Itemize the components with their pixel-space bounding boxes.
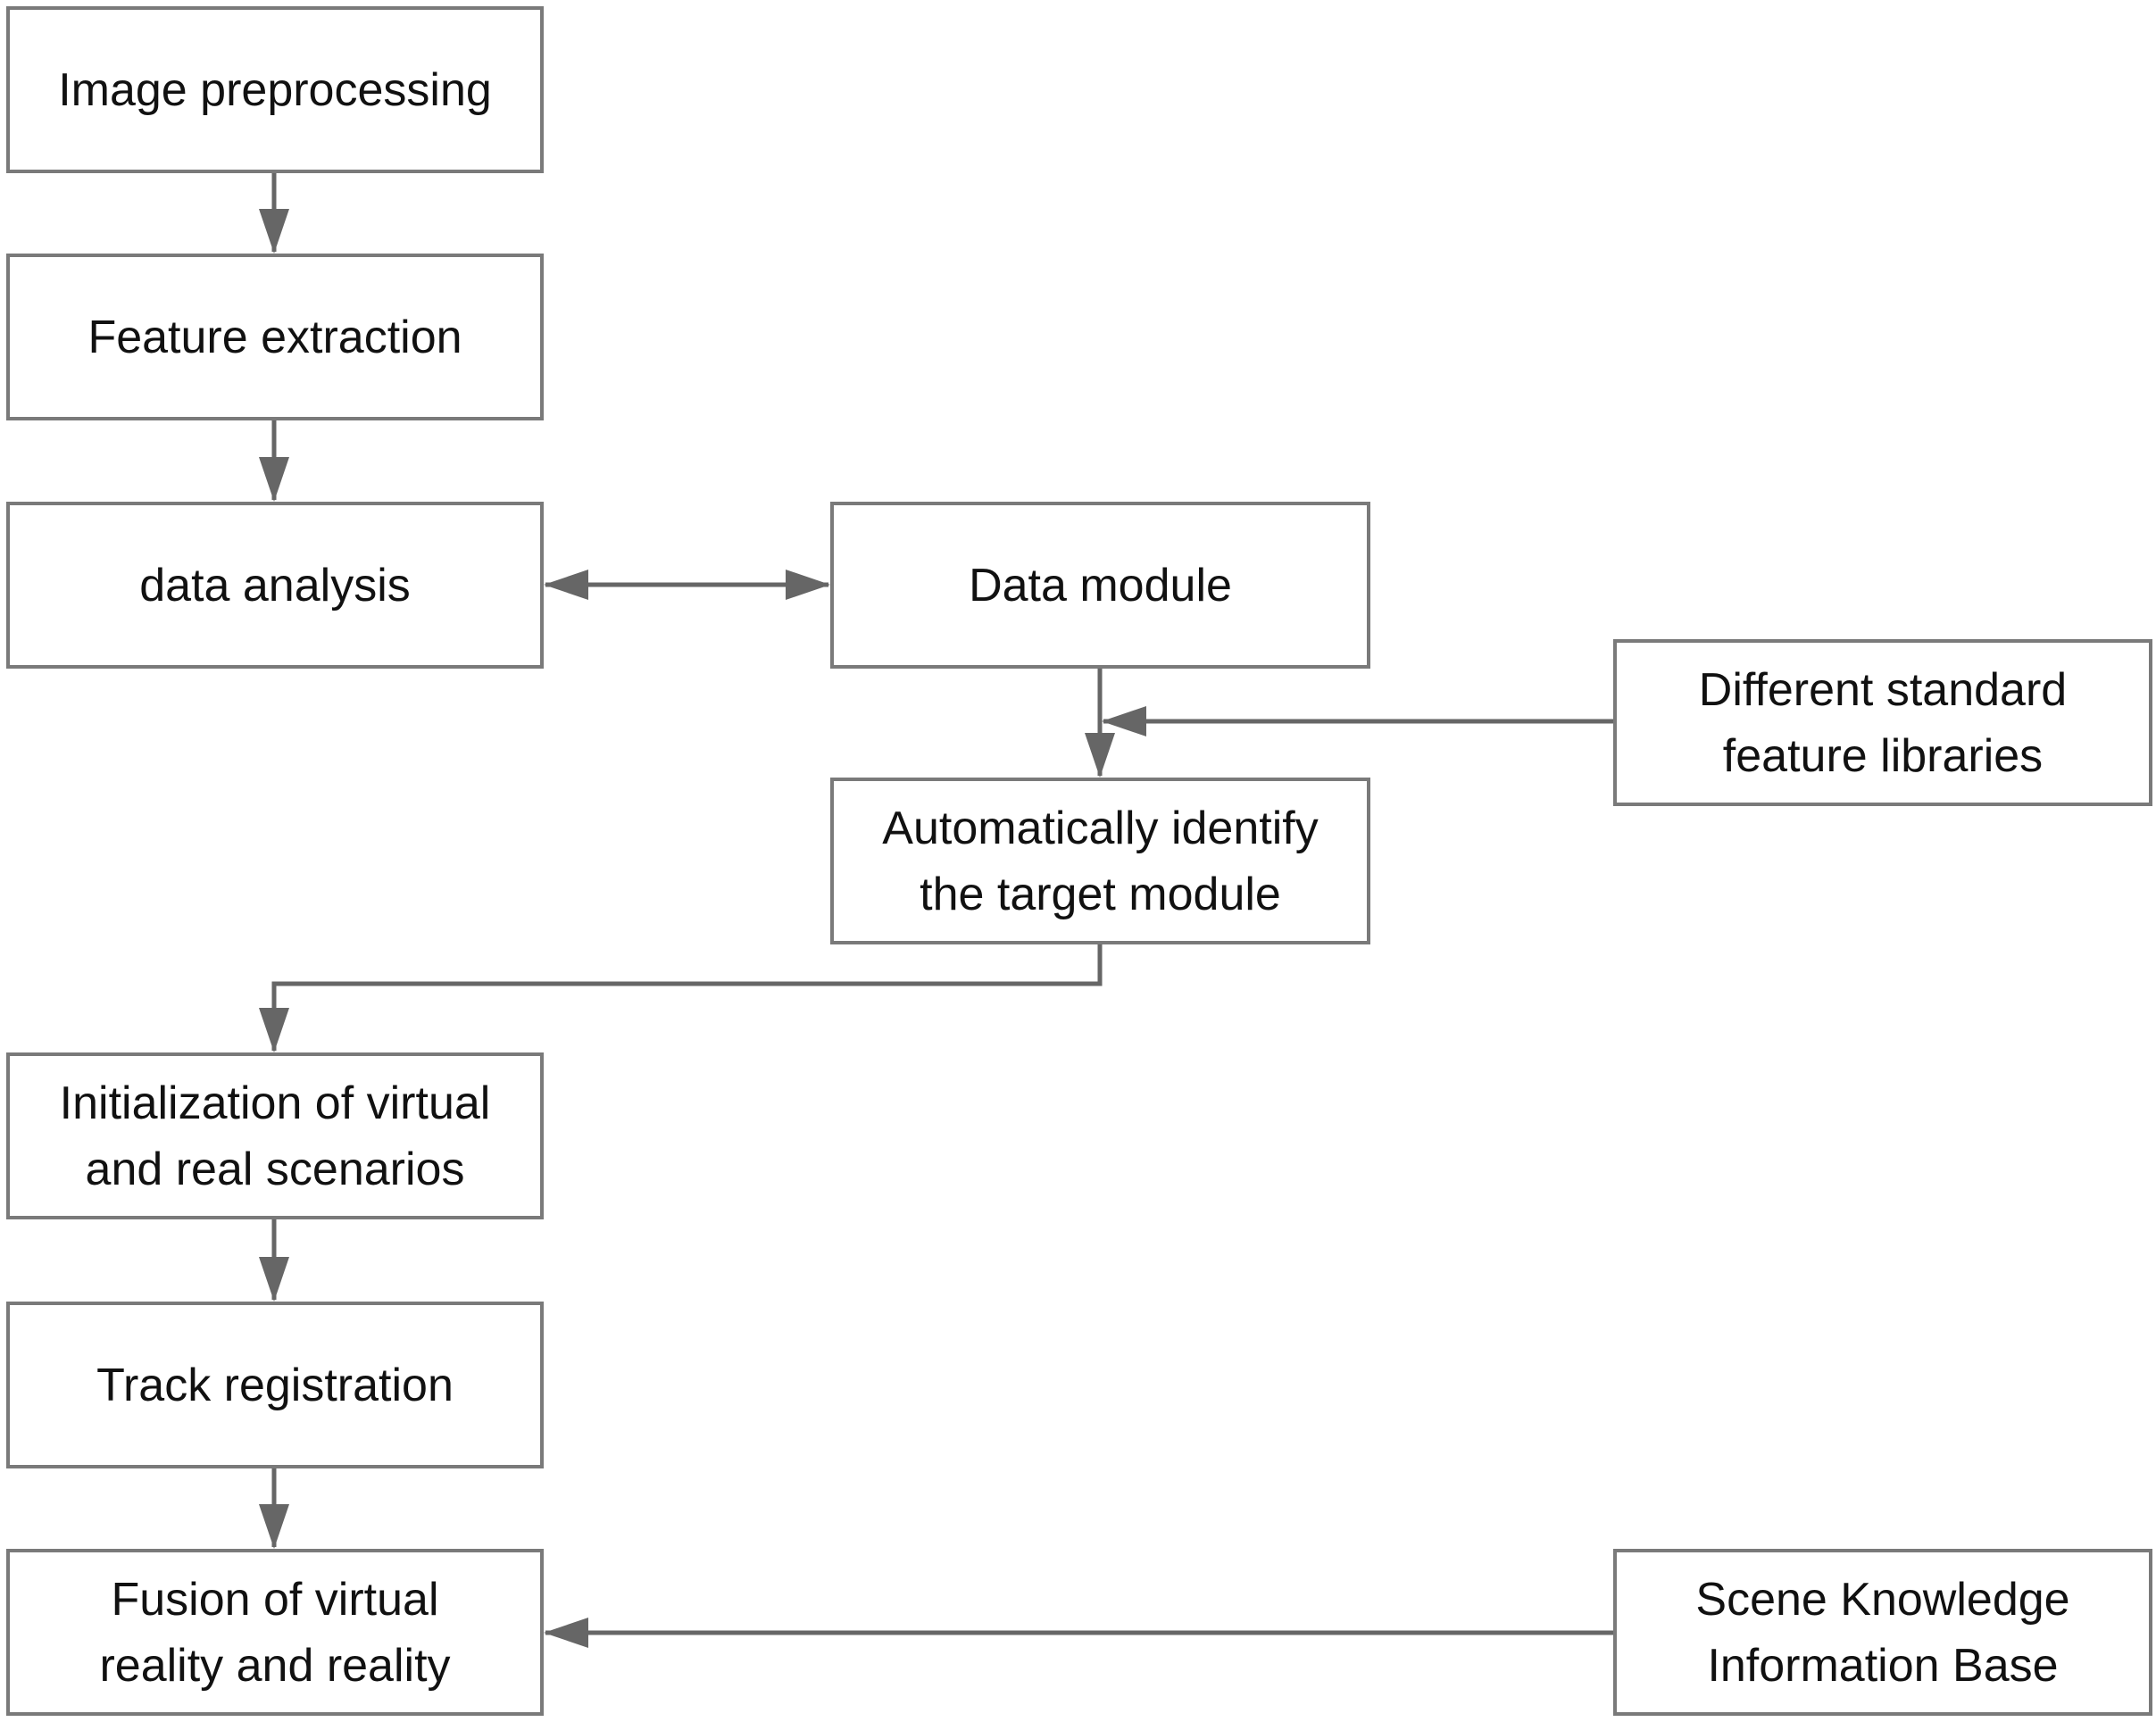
node-label: Image preprocessing	[58, 63, 492, 116]
node-label-line1: Fusion of virtual	[111, 1573, 439, 1626]
node-label-line1: Automatically identify	[882, 802, 1319, 854]
arrow-identify-to-initialization	[259, 944, 1103, 1052]
node-label-line1: Different standard	[1698, 663, 2068, 716]
node-feature-extraction: Feature extraction	[6, 254, 544, 420]
node-label-group: Initialization of virtual and real scena…	[60, 1070, 491, 1202]
node-label-line2: Information Base	[1707, 1639, 2059, 1692]
node-label-group: Different standard feature libraries	[1699, 657, 2067, 789]
node-track-registration: Track registration	[6, 1302, 544, 1468]
node-label-group: Automatically identify the target module	[882, 795, 1318, 928]
node-scene-knowledge-base: Scene Knowledge Information Base	[1613, 1549, 2152, 1716]
node-label-line2: and real scenarios	[85, 1143, 465, 1195]
node-standard-feature-libraries: Different standard feature libraries	[1613, 639, 2152, 806]
node-label-line2: reality and reality	[99, 1639, 451, 1692]
node-label: data analysis	[139, 559, 411, 611]
node-data-module: Data module	[830, 502, 1370, 669]
node-label: Feature extraction	[87, 311, 462, 363]
node-label-group: Scene Knowledge Information Base	[1695, 1567, 2069, 1699]
node-initialization-scenarios: Initialization of virtual and real scena…	[6, 1052, 544, 1219]
node-label: Data module	[969, 559, 1232, 611]
node-label-group: Fusion of virtual reality and reality	[99, 1567, 450, 1699]
node-label-line2: the target module	[920, 868, 1281, 920]
node-label: Track registration	[96, 1359, 454, 1411]
node-label-line1: Initialization of virtual	[59, 1077, 491, 1129]
node-data-analysis: data analysis	[6, 502, 544, 669]
node-image-preprocessing: Image preprocessing	[6, 6, 544, 173]
node-identify-target-module: Automatically identify the target module	[830, 778, 1370, 944]
node-label-line1: Scene Knowledge	[1695, 1573, 2070, 1626]
node-fusion: Fusion of virtual reality and reality	[6, 1549, 544, 1716]
node-label-line2: feature libraries	[1722, 729, 2044, 782]
